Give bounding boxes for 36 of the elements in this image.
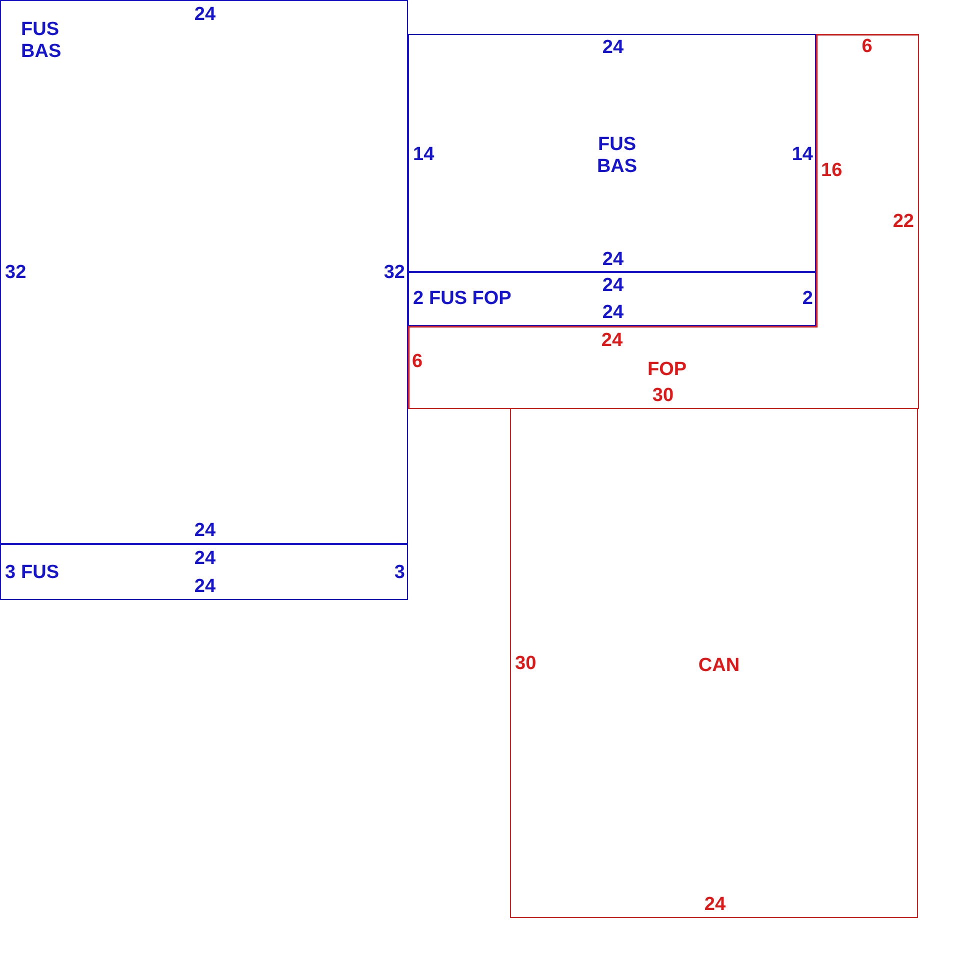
dimension-label: 32 <box>5 262 26 284</box>
dimension-label: 14 <box>792 144 813 166</box>
dimension-label: 2 <box>802 288 813 310</box>
dimension-label: 24 <box>194 548 216 570</box>
cut-piece <box>408 34 816 272</box>
dimension-label: 24 <box>194 4 216 26</box>
dimension-label: 24 <box>602 275 624 297</box>
cut-piece <box>0 0 408 544</box>
piece-name: CAN <box>698 655 740 677</box>
dimension-label: 6 <box>862 36 872 58</box>
cut-piece <box>408 34 919 409</box>
cut-piece <box>510 408 918 918</box>
dimension-label: 6 <box>412 351 423 373</box>
dimension-label: 24 <box>601 330 623 352</box>
piece-name: FOP <box>647 359 687 381</box>
dimension-label: 2 <box>413 288 424 310</box>
cut-piece <box>0 544 408 600</box>
piece-name: FUS <box>21 562 59 584</box>
piece-name: FUS FOP <box>429 288 512 310</box>
dimension-label: 32 <box>384 262 405 284</box>
dimension-label: 3 <box>5 562 16 584</box>
dimension-label: 24 <box>704 894 726 916</box>
dimension-label: 24 <box>194 520 216 542</box>
cut-piece <box>408 272 816 326</box>
dimension-label: 22 <box>892 211 914 233</box>
dimension-label: 16 <box>821 160 842 182</box>
dimension-label: 14 <box>413 144 434 166</box>
piece-name: FUS BAS <box>21 19 62 63</box>
dimension-label: 24 <box>602 302 624 324</box>
dimension-label: 24 <box>602 37 624 59</box>
dimension-label: 3 <box>394 562 405 584</box>
dimension-label: 24 <box>194 576 216 598</box>
dimension-label: 30 <box>515 653 536 675</box>
piece-name: FUS BAS <box>596 134 638 178</box>
dimension-label: 30 <box>652 385 674 407</box>
dimension-label: 24 <box>602 249 624 271</box>
